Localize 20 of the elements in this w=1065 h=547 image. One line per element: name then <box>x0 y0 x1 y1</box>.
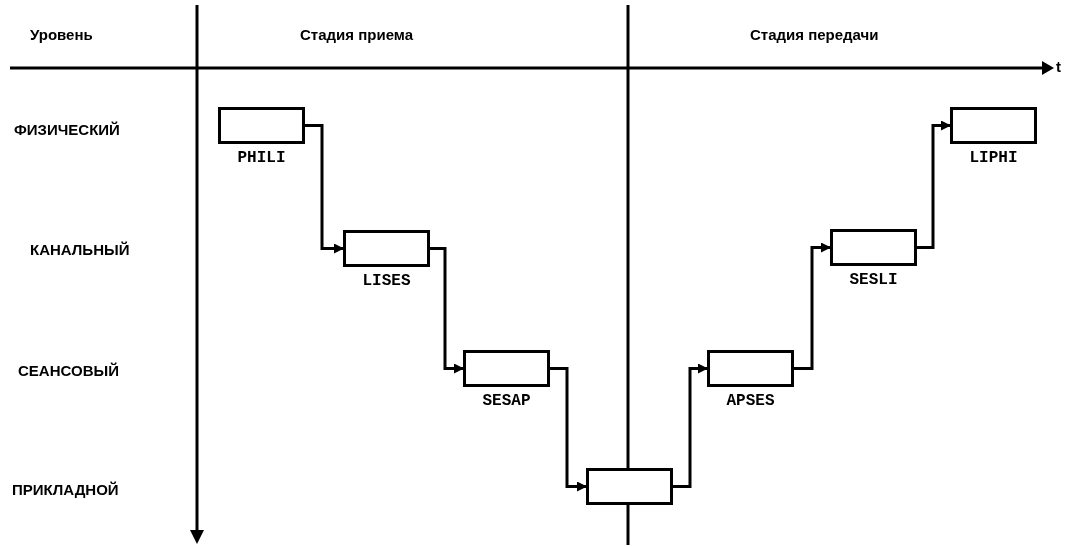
box-label: LIPHI <box>968 149 1019 167</box>
level-name: ПРИКЛАДНОЙ <box>12 481 119 498</box>
box-label: SESAP <box>481 392 532 410</box>
level-name: ФИЗИЧЕСКИЙ <box>14 121 120 138</box>
box-label: PHILI <box>236 149 287 167</box>
arrow <box>917 120 951 249</box>
box-label: SESLI <box>848 271 899 289</box>
arrow <box>673 363 708 488</box>
stage-header: Стадия передачи <box>750 26 879 43</box>
arrow <box>794 242 831 370</box>
arrow <box>305 124 344 254</box>
box-label: LISES <box>361 272 412 290</box>
stage-header: Стадия приема <box>300 26 413 43</box>
arrow <box>550 367 587 492</box>
arrow <box>430 247 464 374</box>
level-header: Уровень <box>30 26 93 43</box>
level-name: КАНАЛЬНЫЙ <box>30 241 130 258</box>
axis-label: t <box>1056 58 1061 75</box>
level-name: СЕАНСОВЫЙ <box>18 362 119 379</box>
box-label: APSES <box>725 392 776 410</box>
